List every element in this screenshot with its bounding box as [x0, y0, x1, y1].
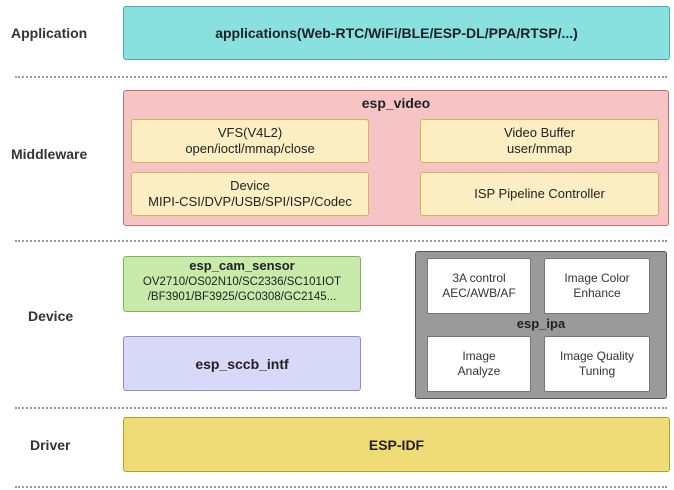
- esp-idf-title: ESP-IDF: [368, 436, 425, 453]
- vfs-line2: open/ioctl/mmap/close: [185, 141, 315, 156]
- layer-label-application: Application: [11, 25, 88, 41]
- divider-middleware-device: [15, 240, 667, 242]
- ipa-cell-3a-line1: 3A control: [452, 271, 506, 285]
- divider-device-driver: [15, 407, 667, 409]
- esp-video-title: esp_video: [361, 95, 431, 111]
- esp-idf-box: ESP-IDF: [123, 417, 670, 472]
- vfs-line1: VFS(V4L2): [217, 125, 283, 140]
- ipa-cell-3a-line2: AEC/AWB/AF: [442, 286, 516, 300]
- esp-cam-sensor-box: esp_cam_sensor OV2710/OS02N10/SC2336/SC1…: [123, 256, 361, 312]
- video-buffer-line2: user/mmap: [506, 141, 573, 156]
- device-box: Device MIPI-CSI/DVP/USB/SPI/ISP/Codec: [131, 172, 369, 216]
- esp-sccb-intf-box: esp_sccb_intf: [123, 336, 361, 391]
- device-line1: Device: [230, 178, 270, 193]
- divider-app-middleware: [15, 76, 667, 78]
- ipa-cell-3a-control: 3A control AEC/AWB/AF: [427, 258, 531, 314]
- video-buffer-box: Video Buffer user/mmap: [420, 119, 659, 163]
- video-buffer-line1: Video Buffer: [503, 125, 576, 140]
- ipa-cell-image-analyze: Image Analyze: [427, 336, 531, 392]
- application-box: applications(Web-RTC/WiFi/BLE/ESP-DL/PPA…: [123, 6, 670, 60]
- device-line2: MIPI-CSI/DVP/USB/SPI/ISP/Codec: [148, 194, 352, 209]
- ipa-cell-quality-line2: Tuning: [578, 364, 616, 378]
- vfs-box: VFS(V4L2) open/ioctl/mmap/close: [131, 119, 369, 163]
- esp-cam-sensor-line1: OV2710/OS02N10/SC2336/SC101IOT: [142, 276, 342, 288]
- esp-cam-sensor-title: esp_cam_sensor: [189, 258, 295, 273]
- ipa-cell-analyze-line1: Image: [462, 349, 496, 363]
- esp-cam-sensor-line2: /BF3901/BF3925/GC0308/GC2145...: [147, 291, 337, 303]
- layer-label-middleware: Middleware: [11, 146, 88, 162]
- layer-label-driver: Driver: [30, 437, 71, 453]
- ipa-cell-analyze-line2: Analyze: [457, 364, 501, 378]
- ipa-cell-image-quality-tuning: Image Quality Tuning: [544, 336, 650, 392]
- esp-sccb-intf-title: esp_sccb_intf: [195, 355, 289, 372]
- isp-pipeline-line1: ISP Pipeline Controller: [474, 186, 605, 201]
- isp-pipeline-box: ISP Pipeline Controller: [420, 172, 659, 216]
- ipa-cell-color-line2: Enhance: [573, 286, 621, 300]
- esp-ipa-title: esp_ipa: [516, 316, 566, 331]
- application-text: applications(Web-RTC/WiFi/BLE/ESP-DL/PPA…: [215, 25, 578, 41]
- divider-bottom: [15, 486, 667, 488]
- layer-label-device: Device: [28, 308, 74, 324]
- ipa-cell-quality-line1: Image Quality: [559, 349, 635, 363]
- ipa-cell-color-line1: Image Color: [564, 271, 630, 285]
- ipa-cell-image-color-enhance: Image Color Enhance: [544, 258, 650, 314]
